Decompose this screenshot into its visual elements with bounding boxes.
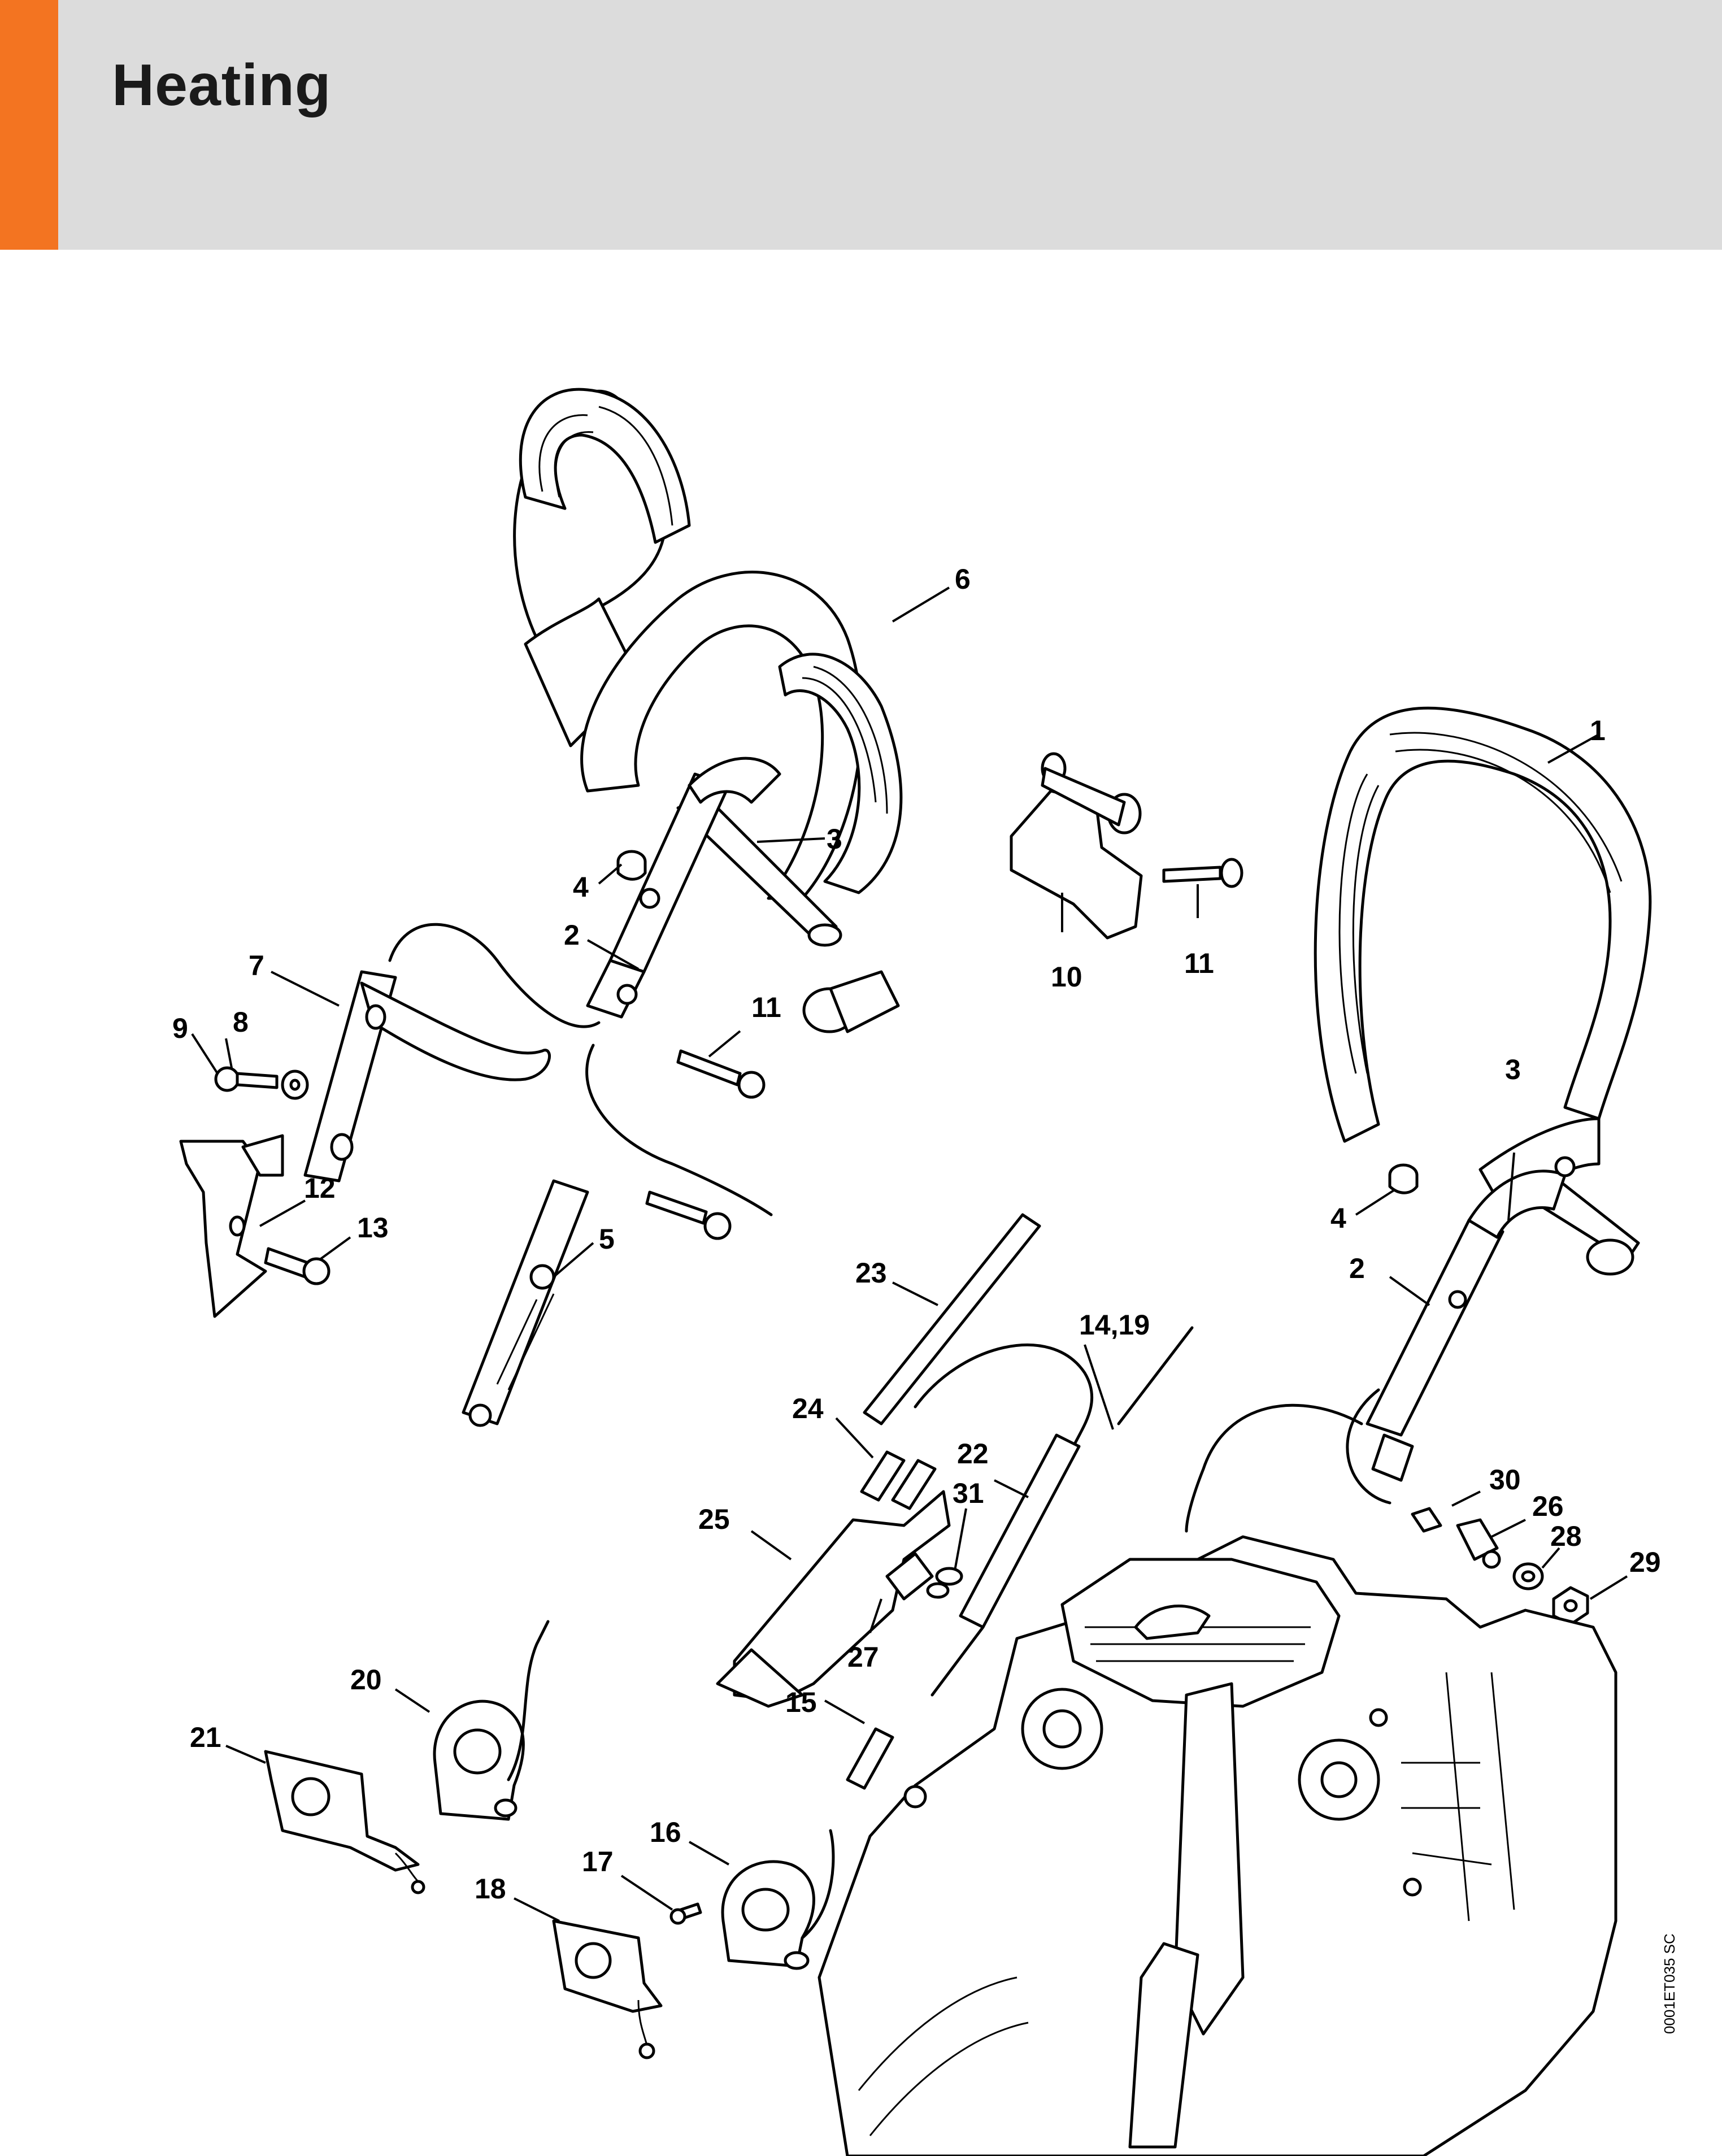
header-accent	[0, 0, 58, 250]
callout-11-front: 11	[751, 992, 781, 1023]
callout-15: 15	[785, 1686, 817, 1718]
callout-20: 20	[350, 1664, 382, 1696]
callout-1: 1	[1590, 715, 1606, 746]
plate-25	[716, 1490, 951, 1708]
gasket-18	[552, 1919, 663, 2059]
callout-14-19: 14,19	[1079, 1309, 1150, 1341]
callout-17: 17	[582, 1846, 614, 1877]
callout-7: 7	[249, 950, 264, 981]
screw-11-front	[676, 1049, 766, 1099]
callout-2-rear: 2	[1349, 1253, 1365, 1284]
leader-lines	[191, 586, 1628, 1922]
front-handlebar-6	[513, 388, 903, 1033]
sleeves-24	[860, 1450, 937, 1510]
header-bar	[0, 0, 1722, 250]
callout-21: 21	[190, 1722, 221, 1753]
heating-plate-16	[721, 1829, 835, 1970]
image-code: 0001ET035 SC	[1661, 1933, 1678, 2034]
callout-30: 30	[1489, 1464, 1521, 1496]
callout-29: 29	[1629, 1546, 1661, 1578]
spacer-4-rear	[1388, 1163, 1419, 1194]
screw-9	[214, 1066, 279, 1092]
gasket-21	[264, 1750, 425, 1894]
callout-5: 5	[599, 1223, 615, 1255]
callout-25: 25	[698, 1503, 730, 1535]
callout-22: 22	[957, 1438, 989, 1470]
page-title: Heating	[112, 53, 332, 118]
callout-4-rear: 4	[1330, 1202, 1346, 1234]
callout-13: 13	[357, 1212, 389, 1244]
sleeve-15	[846, 1727, 894, 1790]
callout-3-rear: 3	[1505, 1054, 1521, 1085]
callout-26: 27	[847, 1641, 879, 1673]
clamp-10	[1010, 752, 1143, 940]
callout-3-front: 3	[827, 823, 842, 855]
screw-11-right	[1162, 858, 1243, 888]
callout-10: 10	[1051, 961, 1082, 993]
rod-14-19	[1117, 1326, 1194, 1425]
callout-9: 9	[172, 1012, 188, 1044]
screw-13	[264, 1247, 331, 1285]
screw-11-lower	[645, 1190, 732, 1240]
heating-plate-20	[433, 1620, 550, 1821]
callout-4-front: 4	[573, 871, 589, 903]
callout-18: 18	[475, 1873, 506, 1905]
grommet-31	[926, 1567, 963, 1599]
callout-labels: 6 1 3 3 4 4 2 2 7 8 9 10 11 11 12 13 5 2…	[172, 563, 1661, 1905]
terminal-27	[1456, 1518, 1501, 1569]
engine-housing	[817, 1535, 1617, 2156]
bracket-7	[303, 970, 551, 1183]
foil-26	[885, 1552, 934, 1601]
callout-31: 31	[953, 1477, 984, 1509]
callout-12: 12	[304, 1172, 336, 1204]
tube-23	[863, 1213, 1041, 1425]
contact-30	[1411, 1507, 1442, 1533]
bracket-12	[179, 1134, 284, 1318]
rear-handle-1	[1314, 706, 1652, 1276]
callout-24: 24	[792, 1393, 824, 1424]
callout-2-front: 2	[564, 919, 580, 951]
spacer-4-front	[616, 850, 647, 881]
callout-8: 8	[233, 1006, 249, 1038]
front-heating-element-2	[586, 757, 781, 1019]
callout-27: 26	[1532, 1490, 1564, 1522]
callout-16: 16	[650, 1816, 681, 1848]
switch-5	[462, 1179, 589, 1427]
rear-heating-element-2	[1366, 1156, 1576, 1482]
callout-23: 23	[855, 1257, 887, 1289]
exploded-parts-diagram: 6 1 3 3 4 4 2 2 7 8 9 10 11 11 12 13 5 2…	[172, 388, 1661, 2156]
callout-28: 28	[1550, 1520, 1582, 1552]
washer-8	[281, 1070, 309, 1100]
callout-6: 6	[955, 563, 971, 595]
callout-11-right: 11	[1184, 947, 1214, 979]
washer-28	[1512, 1562, 1544, 1590]
screw-17	[669, 1902, 702, 1925]
